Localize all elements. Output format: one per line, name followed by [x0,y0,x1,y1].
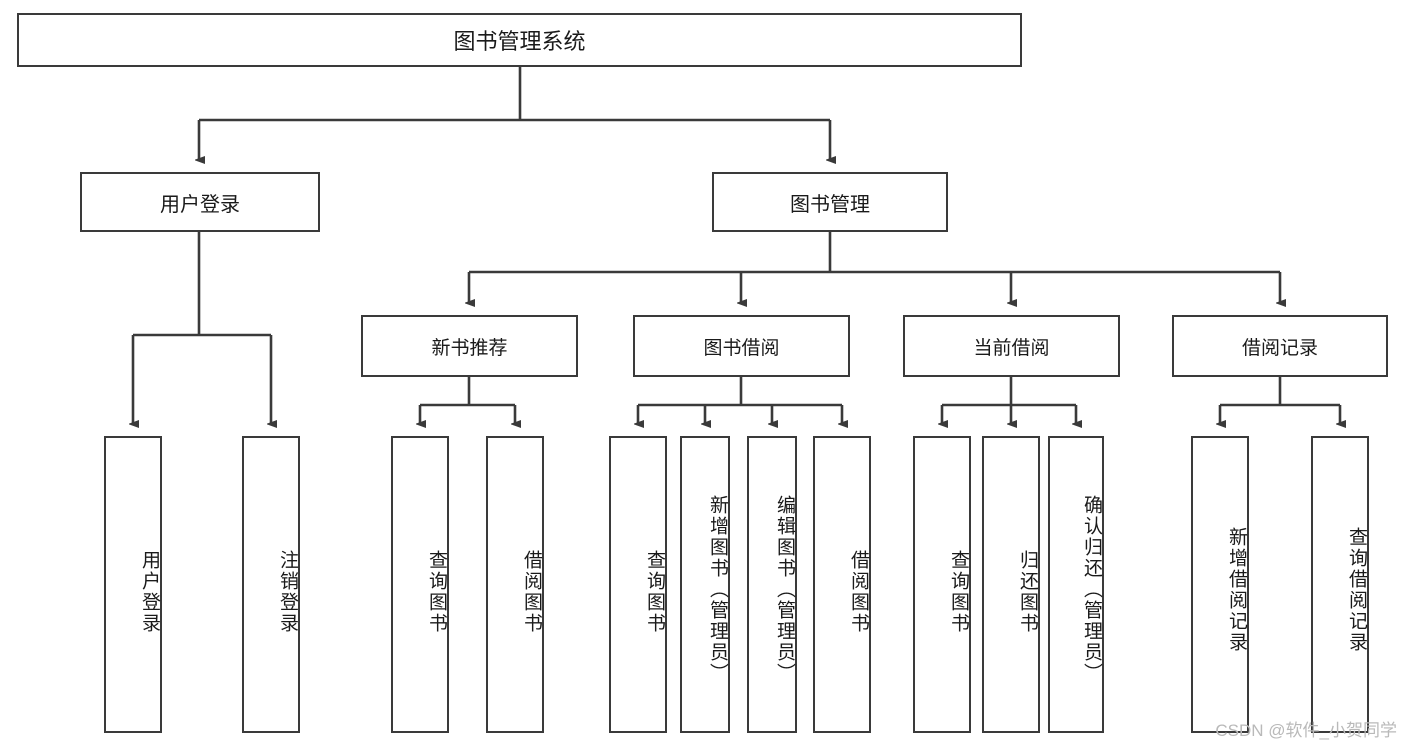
leaf-record-add-borrow-record[interactable]: 新增借阅记录 [1191,436,1249,733]
leaf-recommend-query-book[interactable]: 查询图书 [391,436,449,733]
leaf-user-logout[interactable]: 注销登录 [242,436,300,733]
leaf-record-query-borrow-record[interactable]: 查询借阅记录 [1311,436,1369,733]
node-book-borrow[interactable]: 图书借阅 [633,315,850,377]
leaf-borrow-edit-book-admin[interactable]: 编辑图书（管理员） [747,436,797,733]
leaf-current-confirm-return-admin[interactable]: 确认归还（管理员） [1048,436,1104,733]
node-new-book-recommend[interactable]: 新书推荐 [361,315,578,377]
leaf-recommend-borrow-book[interactable]: 借阅图书 [486,436,544,733]
leaf-current-return-book[interactable]: 归还图书 [982,436,1040,733]
leaf-user-login[interactable]: 用户登录 [104,436,162,733]
node-borrow-record[interactable]: 借阅记录 [1172,315,1388,377]
node-user-login[interactable]: 用户登录 [80,172,320,232]
leaf-borrow-borrow-book[interactable]: 借阅图书 [813,436,871,733]
node-root-system[interactable]: 图书管理系统 [17,13,1022,67]
leaf-borrow-add-book-admin[interactable]: 新增图书（管理员） [680,436,730,733]
leaf-borrow-query-book[interactable]: 查询图书 [609,436,667,733]
node-current-borrow[interactable]: 当前借阅 [903,315,1120,377]
node-book-management[interactable]: 图书管理 [712,172,948,232]
watermark-csdn: CSDN @软件_小贺同学 [1215,721,1397,740]
leaf-current-query-book[interactable]: 查询图书 [913,436,971,733]
